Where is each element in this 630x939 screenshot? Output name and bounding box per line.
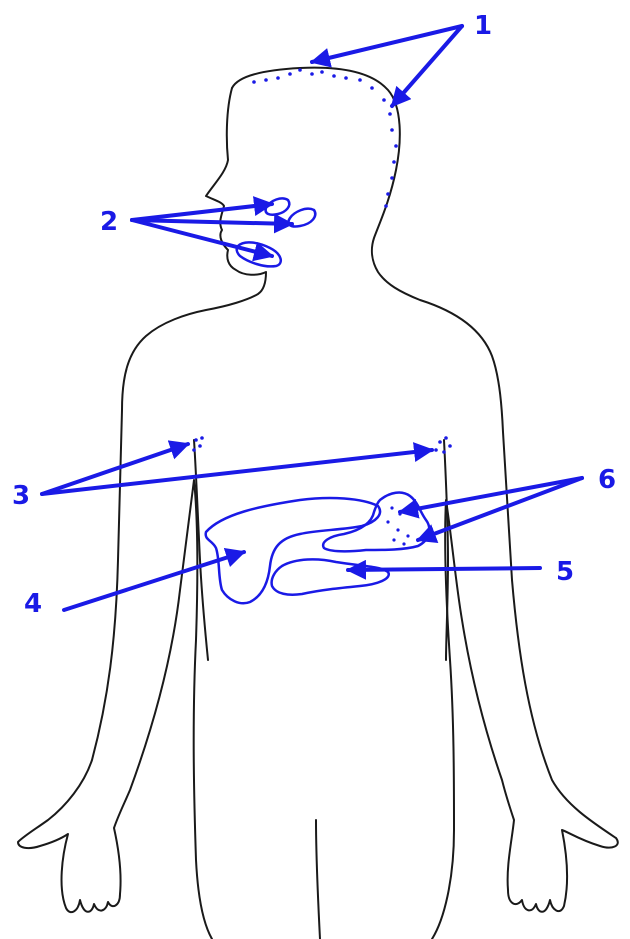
label-6: 6 bbox=[598, 465, 616, 495]
label-1: 1 bbox=[474, 11, 492, 41]
body-outline bbox=[18, 68, 618, 939]
label-3: 3 bbox=[12, 481, 30, 511]
label-5: 5 bbox=[556, 557, 574, 587]
arrow-2b bbox=[132, 220, 292, 224]
stomach-outline bbox=[323, 493, 429, 552]
face-profile bbox=[18, 88, 266, 939]
arrow-5 bbox=[348, 568, 540, 570]
head-outline bbox=[232, 68, 618, 939]
arrows bbox=[42, 26, 582, 610]
arrow-2a bbox=[132, 204, 272, 220]
arrow-2c bbox=[132, 220, 272, 256]
annotations bbox=[192, 68, 452, 603]
label-4: 4 bbox=[24, 589, 42, 619]
arrow-4 bbox=[64, 552, 244, 610]
arrow-6b bbox=[418, 478, 582, 540]
pancreas-outline bbox=[272, 559, 389, 594]
scalp-dots bbox=[252, 68, 398, 208]
label-2: 2 bbox=[100, 207, 118, 237]
crotch-line bbox=[316, 820, 320, 939]
arrow-1b bbox=[392, 26, 462, 106]
arrow-1a bbox=[312, 26, 462, 62]
arrow-6a bbox=[400, 478, 582, 512]
gland-upper bbox=[266, 198, 290, 214]
